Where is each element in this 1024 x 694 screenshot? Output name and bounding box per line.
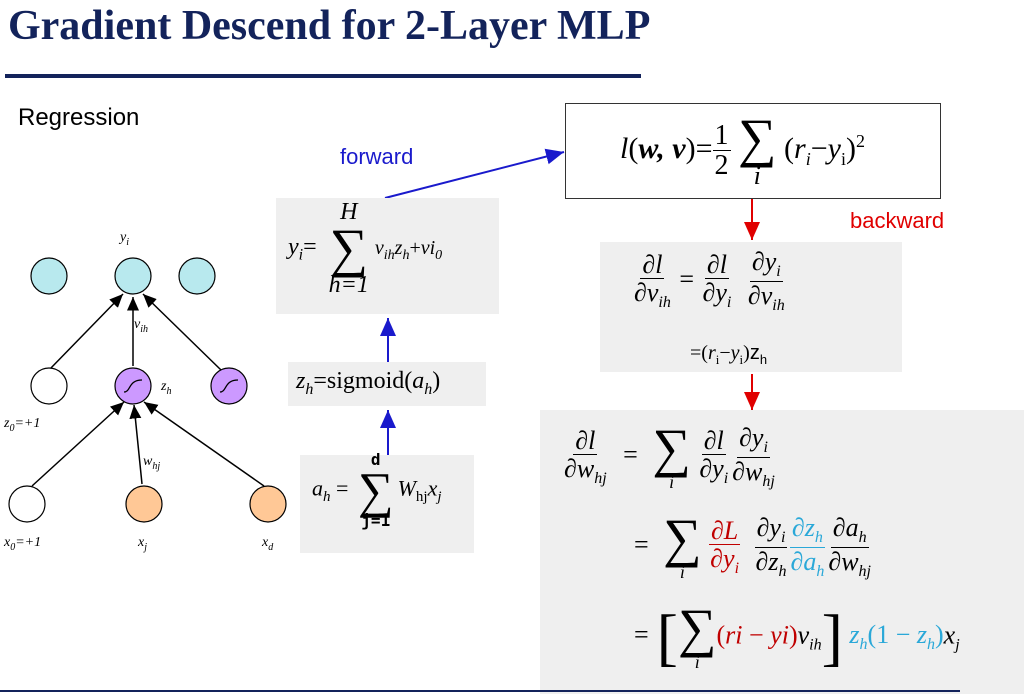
slide-title: Gradient Descend for 2-Layer MLP bbox=[8, 3, 651, 49]
input-node-xj bbox=[125, 485, 163, 523]
activation-equation-box bbox=[300, 455, 474, 553]
grad-v-box bbox=[600, 242, 902, 372]
edge-input-j-to-hidden bbox=[129, 404, 143, 485]
sigmoid-icon bbox=[219, 379, 239, 393]
grad-w-row3: =[∑i(ri − yi)vih] zh(1 − zh)xj bbox=[634, 598, 960, 673]
title-underline bbox=[5, 74, 641, 78]
grad-w-box bbox=[540, 410, 1024, 694]
edge-hidden-d-to-output bbox=[142, 293, 222, 371]
grad-v-result: =(ri−yi)zh bbox=[690, 342, 768, 367]
subtitle-regression: Regression bbox=[18, 104, 140, 131]
loss-box bbox=[565, 103, 941, 199]
label-xj: xj bbox=[137, 535, 147, 553]
edge-input-d-to-hidden bbox=[143, 401, 265, 487]
output-node-right bbox=[178, 257, 216, 295]
label-whj: whj bbox=[143, 454, 160, 472]
grad-w-row1: ∂l∂whj = ∑i ∂l∂yi∂yi∂whj bbox=[564, 418, 775, 492]
footer-rule bbox=[0, 690, 960, 692]
output-node-yi bbox=[114, 257, 152, 295]
label-z0: z0=+1 bbox=[3, 416, 40, 434]
sigmoid-icon bbox=[123, 379, 143, 393]
hidden-equation: zh=sigmoid(ah) bbox=[296, 368, 441, 398]
grad-w-row2: = ∑i ∂L∂yi ∂yi∂zh∂zh∂ah∂ah∂whj bbox=[634, 508, 871, 582]
label-xd: xd bbox=[261, 535, 274, 553]
grad-v-equation: ∂l∂vih = ∂l∂yi ∂yi∂vih bbox=[634, 247, 785, 315]
forward-arrow-to-loss bbox=[384, 148, 565, 199]
label-vih: vih bbox=[134, 317, 148, 335]
edge-input-bias-to-hidden bbox=[31, 401, 125, 487]
edge-hidden-bias-to-output bbox=[48, 293, 124, 371]
output-equation-box bbox=[276, 198, 499, 314]
output-node-left bbox=[30, 257, 68, 295]
label-yi: yi bbox=[118, 230, 129, 248]
hidden-node-zh bbox=[114, 367, 152, 405]
input-bias-node bbox=[8, 485, 46, 523]
label-x0: x0=+1 bbox=[3, 535, 41, 553]
backward-label: backward bbox=[850, 208, 945, 233]
input-node-xd bbox=[249, 485, 287, 523]
hidden-node-d bbox=[210, 367, 248, 405]
hidden-equation-box bbox=[288, 362, 486, 406]
hidden-bias-node bbox=[30, 367, 68, 405]
label-zh: zh bbox=[160, 379, 171, 397]
forward-label: forward bbox=[340, 144, 414, 169]
